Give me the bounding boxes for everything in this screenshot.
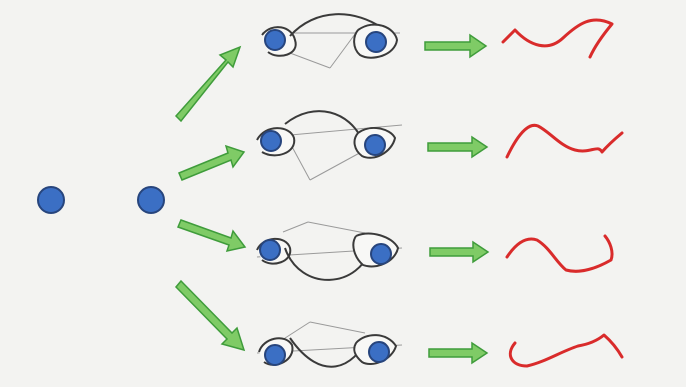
eye-shape-3 — [256, 221, 403, 281]
eye-shape-4 — [256, 321, 403, 368]
branch-dot — [137, 186, 165, 214]
red-curve-1 — [501, 18, 614, 59]
result-arrow-1 — [424, 33, 488, 59]
result-arrow-2 — [427, 135, 489, 159]
result-arrow-3 — [429, 240, 490, 264]
red-curve-3 — [505, 234, 614, 273]
branch-arrow-3 — [176, 219, 247, 253]
red-curve-2 — [505, 123, 624, 159]
branch-arrow-2 — [178, 144, 246, 181]
eye-shape-1 — [261, 13, 400, 69]
source-dot — [37, 186, 65, 214]
result-arrow-4 — [428, 341, 489, 365]
eye-shape-2 — [256, 110, 403, 181]
branch-arrow-1 — [174, 45, 242, 123]
branch-arrow-4 — [174, 279, 246, 352]
red-curve-4 — [508, 333, 624, 368]
